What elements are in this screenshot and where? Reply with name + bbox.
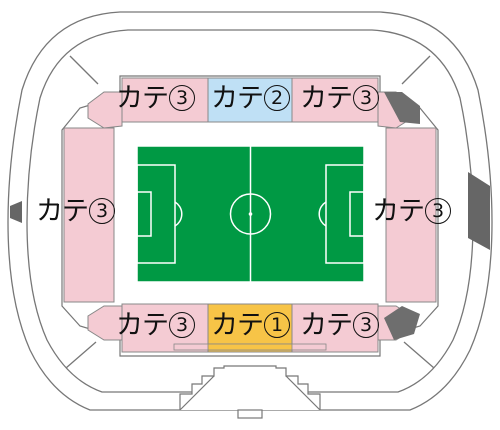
south-entrance-divider-left bbox=[179, 375, 215, 411]
category-number-badge: 3 bbox=[353, 85, 379, 111]
corner-divider-ne bbox=[401, 55, 431, 85]
south-entrance-steps bbox=[179, 365, 321, 410]
structure-ne-dark bbox=[384, 92, 420, 124]
category-number-badge: 3 bbox=[425, 198, 451, 224]
category-number-badge: 3 bbox=[89, 198, 115, 224]
section-corner-nw[interactable] bbox=[87, 91, 123, 129]
category-number-badge: 3 bbox=[169, 85, 195, 111]
structure-se-dark bbox=[384, 306, 420, 340]
pitch-goal-area-left bbox=[136, 191, 152, 237]
corner-divider-nw bbox=[69, 55, 99, 85]
south-box-strip-center bbox=[207, 343, 293, 351]
corner-divider-sw bbox=[65, 341, 97, 369]
south-gate bbox=[237, 409, 263, 419]
pitch-goal-area-right bbox=[349, 191, 365, 237]
category-number-badge: 3 bbox=[353, 312, 379, 338]
pitch-center-spot bbox=[248, 212, 253, 216]
category-number-badge: 2 bbox=[264, 85, 290, 111]
pitch-penalty-arc-right bbox=[318, 201, 327, 227]
corner-divider-se bbox=[403, 341, 435, 369]
category-number-badge: 3 bbox=[169, 312, 195, 338]
entrance-marker-west bbox=[10, 201, 22, 223]
south-entrance-divider-right bbox=[285, 375, 321, 411]
category-number-badge: 1 bbox=[264, 312, 290, 338]
entrance-marker-east bbox=[468, 172, 490, 250]
pitch-penalty-arc-left bbox=[174, 201, 183, 227]
pitch-center-circle bbox=[229, 193, 272, 235]
